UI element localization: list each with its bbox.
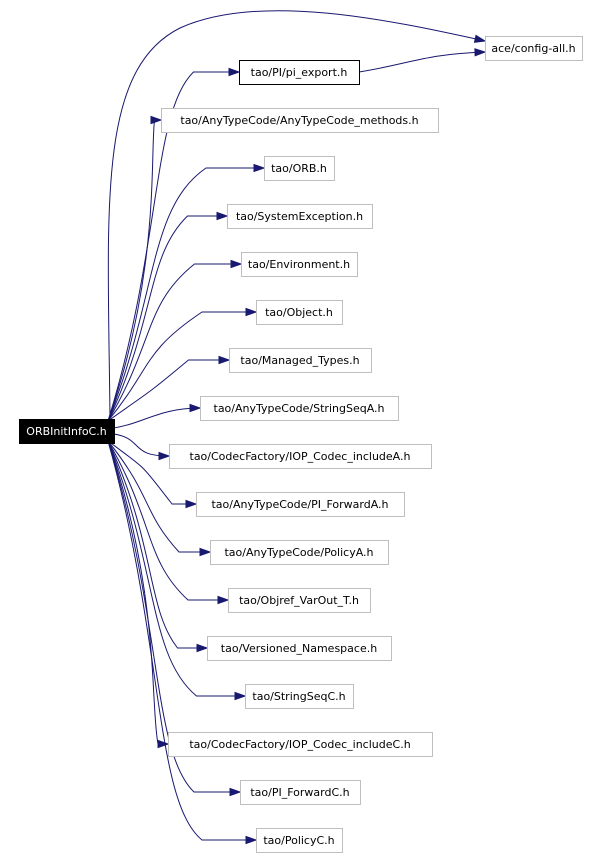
node-label-iop_codec_includec: tao/CodecFactory/IOP_Codec_includeC.h bbox=[189, 738, 410, 751]
edge-orbinitinfoc-to-policya-arrowhead bbox=[199, 547, 212, 557]
node-label-orbinitinfoc: ORBInitInfoC.h bbox=[26, 425, 106, 438]
node-label-stringseqc: tao/StringSeqC.h bbox=[252, 690, 345, 703]
graph-node-pi_forwarda: tao/AnyTypeCode/PI_ForwardA.h bbox=[196, 492, 405, 517]
node-label-orb: tao/ORB.h bbox=[271, 162, 327, 175]
edge-orbinitinfoc-to-policyc-arrowhead bbox=[245, 835, 258, 845]
edge-orbinitinfoc-to-iop_codec_includec-arrowhead bbox=[157, 739, 170, 749]
node-box-stringseqa bbox=[200, 396, 399, 421]
edge-orbinitinfoc-to-policyc bbox=[107, 440, 256, 841]
edge-orbinitinfoc-to-config_all-arrowhead bbox=[473, 34, 487, 43]
graph-node-system_exception: tao/SystemException.h bbox=[227, 204, 373, 229]
edge-orbinitinfoc-to-system_exception-arrowhead bbox=[216, 211, 229, 221]
node-label-managed_types: tao/Managed_Types.h bbox=[240, 354, 359, 367]
graph-node-policyc: tao/PolicyC.h bbox=[256, 828, 343, 853]
edge-orbinitinfoc-to-environment bbox=[107, 263, 241, 422]
node-box-pi_export bbox=[239, 60, 360, 85]
node-box-pi_forwarda bbox=[196, 492, 405, 517]
graph-node-orbinitinfoc: ORBInitInfoC.h bbox=[19, 419, 115, 444]
node-label-pi_forwarda: tao/AnyTypeCode/PI_ForwardA.h bbox=[211, 498, 388, 511]
node-box-pi_forwardc bbox=[240, 780, 361, 805]
edges-layer bbox=[107, 10, 487, 845]
node-box-policyc bbox=[256, 828, 343, 853]
node-label-policya: tao/AnyTypeCode/PolicyA.h bbox=[224, 546, 373, 559]
node-label-config_all: ace/config-all.h bbox=[491, 42, 575, 55]
node-label-pi_forwardc: tao/PI_ForwardC.h bbox=[250, 786, 349, 799]
node-label-iop_codec_includea: tao/CodecFactory/IOP_Codec_includeA.h bbox=[190, 450, 411, 463]
graph-node-environment: tao/Environment.h bbox=[241, 252, 358, 277]
edge-orbinitinfoc-to-stringseqa-arrowhead bbox=[189, 403, 202, 413]
node-box-orbinitinfoc bbox=[19, 419, 115, 444]
edge-orbinitinfoc-to-managed_types bbox=[107, 359, 229, 422]
node-label-objref_varout: tao/Objref_VarOut_T.h bbox=[239, 594, 359, 607]
edge-orbinitinfoc-to-stringseqc bbox=[107, 440, 245, 697]
edge-orbinitinfoc-to-object-arrowhead bbox=[245, 307, 258, 317]
node-box-system_exception bbox=[227, 204, 373, 229]
graph-node-pi_forwardc: tao/PI_ForwardC.h bbox=[240, 780, 361, 805]
node-box-stringseqc bbox=[245, 684, 354, 709]
graph-node-stringseqa: tao/AnyTypeCode/StringSeqA.h bbox=[200, 396, 399, 421]
node-label-object: tao/Object.h bbox=[265, 306, 333, 319]
node-label-versioned_ns: tao/Versioned_Namespace.h bbox=[221, 642, 377, 655]
edge-orbinitinfoc-to-objref_varout bbox=[107, 440, 228, 601]
node-label-stringseqa: tao/AnyTypeCode/StringSeqA.h bbox=[214, 402, 385, 415]
graph-node-orb: tao/ORB.h bbox=[264, 156, 335, 181]
edge-orbinitinfoc-to-system_exception bbox=[107, 215, 227, 422]
graph-node-versioned_ns: tao/Versioned_Namespace.h bbox=[207, 636, 392, 661]
node-box-policya bbox=[210, 540, 389, 565]
edge-orbinitinfoc-to-managed_types-arrowhead bbox=[218, 355, 231, 365]
node-box-iop_codec_includec bbox=[168, 732, 433, 757]
edge-orbinitinfoc-to-policya bbox=[107, 440, 210, 553]
edge-orbinitinfoc-to-versioned_ns-arrowhead bbox=[196, 643, 209, 653]
graph-node-managed_types: tao/Managed_Types.h bbox=[229, 348, 372, 373]
graph-node-objref_varout: tao/Objref_VarOut_T.h bbox=[228, 588, 371, 613]
edge-orbinitinfoc-to-object bbox=[107, 311, 256, 422]
node-box-objref_varout bbox=[228, 588, 371, 613]
edge-orbinitinfoc-to-pi_export-arrowhead bbox=[228, 67, 241, 77]
edge-orbinitinfoc-to-orb bbox=[107, 167, 264, 422]
edge-orbinitinfoc-to-iop_codec_includea-arrowhead bbox=[158, 451, 171, 461]
graph-node-config_all: ace/config-all.h bbox=[485, 36, 583, 61]
node-box-config_all bbox=[485, 36, 583, 61]
graph-node-policya: tao/AnyTypeCode/PolicyA.h bbox=[210, 540, 389, 565]
node-label-anytypecode_methods: tao/AnyTypeCode/AnyTypeCode_methods.h bbox=[180, 114, 418, 127]
node-box-iop_codec_includea bbox=[169, 444, 432, 469]
edge-orbinitinfoc-to-pi_export bbox=[107, 71, 239, 422]
node-box-anytypecode_methods bbox=[161, 108, 439, 133]
node-box-versioned_ns bbox=[207, 636, 392, 661]
node-box-orb bbox=[264, 156, 335, 181]
graph-node-pi_export: tao/PI/pi_export.h bbox=[239, 60, 360, 85]
node-box-managed_types bbox=[229, 348, 372, 373]
graph-node-iop_codec_includec: tao/CodecFactory/IOP_Codec_includeC.h bbox=[168, 732, 433, 757]
edge-orbinitinfoc-to-config_all bbox=[107, 10, 486, 420]
graph-node-anytypecode_methods: tao/AnyTypeCode/AnyTypeCode_methods.h bbox=[161, 108, 439, 133]
edge-orbinitinfoc-to-pi_forwarda bbox=[107, 440, 196, 505]
edge-orbinitinfoc-to-stringseqc-arrowhead bbox=[234, 691, 247, 701]
edge-orbinitinfoc-to-environment-arrowhead bbox=[230, 259, 243, 269]
edge-orbinitinfoc-to-iop_codec_includec bbox=[107, 440, 168, 745]
edge-pi_export-to-config_all bbox=[358, 51, 486, 73]
edge-pi_export-to-config_all-arrowhead bbox=[474, 48, 487, 57]
node-label-environment: tao/Environment.h bbox=[248, 258, 350, 271]
graph-node-stringseqc: tao/StringSeqC.h bbox=[245, 684, 354, 709]
node-label-policyc: tao/PolicyC.h bbox=[263, 834, 334, 847]
edge-orbinitinfoc-to-anytypecode_methods-arrowhead bbox=[150, 115, 163, 125]
edge-orbinitinfoc-to-stringseqa bbox=[113, 407, 201, 429]
node-label-system_exception: tao/SystemException.h bbox=[236, 210, 363, 223]
graph-node-object: tao/Object.h bbox=[256, 300, 343, 325]
node-label-pi_export: tao/PI/pi_export.h bbox=[251, 66, 348, 79]
node-box-environment bbox=[241, 252, 358, 277]
edge-orbinitinfoc-to-versioned_ns bbox=[107, 440, 207, 649]
edge-orbinitinfoc-to-pi_forwardc bbox=[107, 440, 240, 793]
edge-orbinitinfoc-to-anytypecode_methods bbox=[107, 119, 161, 422]
graph-node-iop_codec_includea: tao/CodecFactory/IOP_Codec_includeA.h bbox=[169, 444, 432, 469]
node-box-object bbox=[256, 300, 343, 325]
edge-orbinitinfoc-to-pi_forwardc-arrowhead bbox=[229, 787, 242, 797]
edge-orbinitinfoc-to-orb-arrowhead bbox=[253, 163, 266, 173]
nodes-layer: ORBInitInfoC.h ace/config-all.h tao/PI/pi_… bbox=[19, 36, 583, 853]
edge-orbinitinfoc-to-pi_forwarda-arrowhead bbox=[185, 499, 198, 509]
edge-orbinitinfoc-to-objref_varout-arrowhead bbox=[217, 595, 230, 605]
